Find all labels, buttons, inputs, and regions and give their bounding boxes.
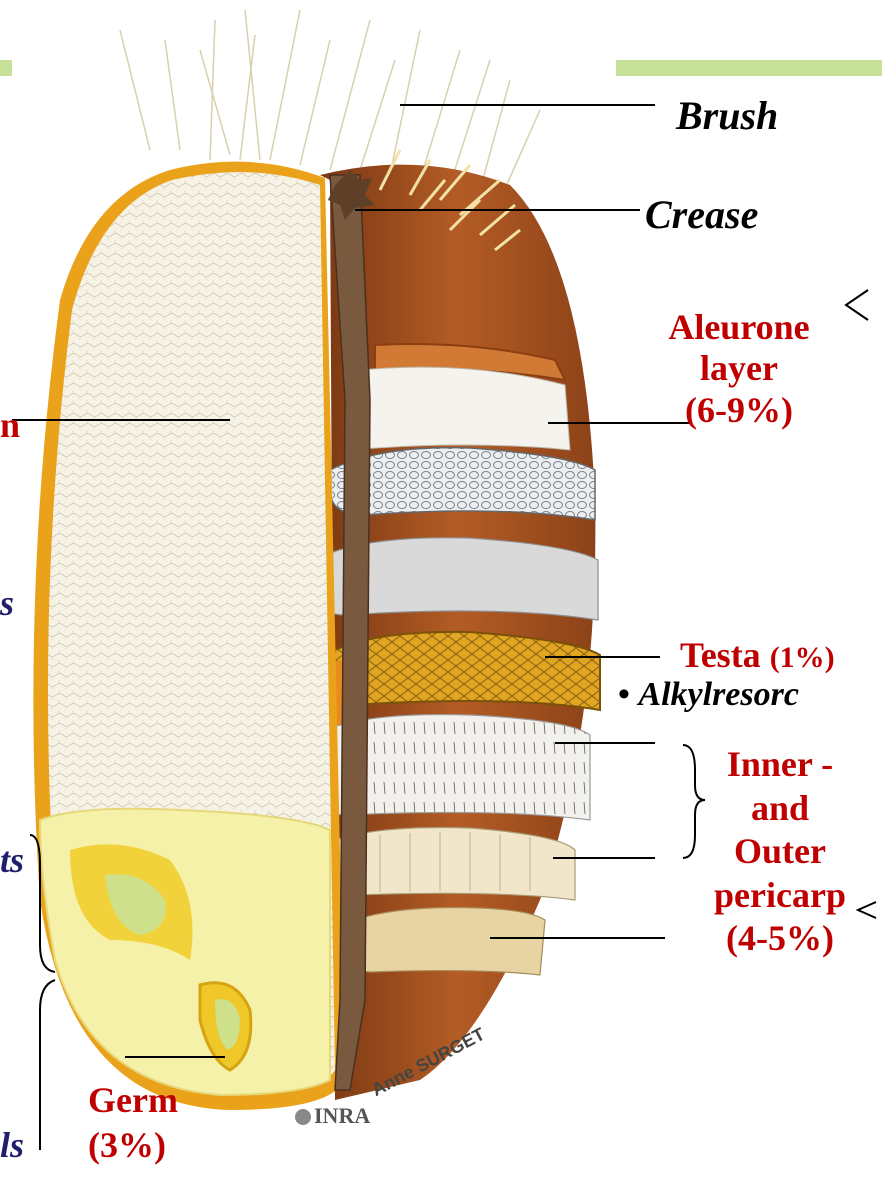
label-germ: Germ (3%) [88, 1078, 178, 1168]
outer-pericarp-layer-1 [335, 828, 575, 901]
label-pericarp-line1: Inner - [685, 743, 875, 787]
aleurone-layer [350, 367, 570, 450]
testa-layer [330, 632, 600, 710]
label-pericarp-line2: and [685, 787, 875, 831]
accent-bar-left [0, 60, 12, 76]
accent-bar-right [616, 60, 882, 76]
outer-pericarp-layer-2 [355, 908, 545, 976]
credit-logo: INRA [314, 1103, 370, 1128]
label-brush: Brush [676, 93, 778, 139]
label-aleurone-line2: layer [650, 348, 828, 389]
label-left-partial-ls: ls [0, 1125, 24, 1166]
label-testa-pct: (1%) [770, 641, 835, 674]
aleurone-arrow [846, 290, 868, 320]
label-alkylresorcinols: • Alkylresorc [618, 675, 799, 714]
label-crease: Crease [645, 192, 758, 238]
label-pericarp-line5: (4-5%) [685, 917, 875, 961]
label-pericarp-line3: Outer [685, 830, 875, 874]
label-left-partial-ts: ts [0, 840, 24, 881]
label-aleurone: Aleurone layer (6-9%) [650, 307, 828, 431]
label-germ-line1: Germ [88, 1078, 178, 1123]
label-testa: Testa (1%) [680, 635, 835, 676]
label-germ-line2: (3%) [88, 1123, 178, 1168]
credit-logo-mark [295, 1109, 311, 1125]
label-testa-name: Testa [680, 635, 761, 675]
bullet-icon: • [618, 676, 630, 713]
label-alkylresorcinols-text: Alkylresorc [638, 676, 799, 713]
label-aleurone-line3: (6-9%) [650, 390, 828, 431]
label-pericarp: Inner - and Outer pericarp (4-5%) [685, 743, 875, 961]
label-aleurone-line1: Aleurone [650, 307, 828, 348]
left-brace-lower [40, 980, 55, 1150]
label-left-partial-s: s [0, 583, 14, 624]
label-left-partial-n: n [0, 405, 20, 446]
label-pericarp-line4: pericarp [685, 874, 875, 918]
